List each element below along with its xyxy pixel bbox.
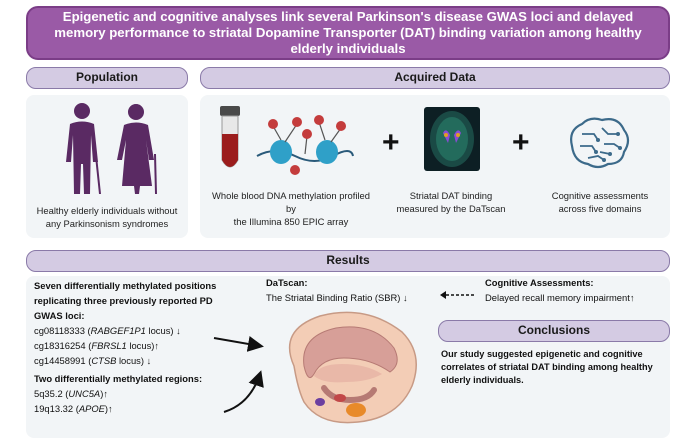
region-row-2: 19q13.32 (APOE)↑ [34,403,113,414]
acquired-caption-1-line1: Whole blood DNA methylation profiled by [212,190,370,214]
acquired-caption-2-line1: Striatal DAT binding [409,190,493,201]
down-arrow-icon: ↓ [176,325,181,336]
acquired-data-label: Acquired Data [200,67,670,89]
cognitive-results: Cognitive Assessments: Delayed recall me… [485,275,670,305]
datscan-image-icon [424,107,480,171]
down-arrow-icon: ↓ [403,292,408,303]
datscan-heading: DaTscan: [266,277,308,288]
results-label-text: Results [326,253,370,267]
locus-row-3: cg14458991 (CTSB locus) ↓ [34,355,152,366]
dmr-heading: Two differentially methylated regions: [34,373,203,384]
population-label: Population [26,67,188,89]
circuit-brain-icon [570,117,630,169]
acquired-caption-3: Cognitive assessments across five domain… [530,189,670,215]
dashed-arrow-icon [440,291,474,299]
datscan-line: The Striatal Binding Ratio (SBR) ↓ [266,292,408,303]
conclusions-line2: correlates of striatal DAT binding among… [441,362,653,372]
conclusions-text: Our study suggested epigenetic and cogni… [441,348,670,387]
dna-methylation-icon [256,115,354,175]
conclusions-label-text: Conclusions [517,323,590,337]
cognitive-line: Delayed recall memory impairment↑ [485,292,635,303]
dmr-arrow [223,370,264,413]
results-label: Results [26,250,670,272]
dmp-results: Seven differentially methylated position… [34,278,264,368]
result-arrows [213,336,264,413]
acquired-caption-1: Whole blood DNA methylation profiled by … [208,189,374,228]
up-arrow-icon: ↑ [103,388,108,399]
up-arrow-icon: ↑ [154,340,160,351]
acquired-caption-2-line2: measured by the DaTscan [396,203,506,214]
acquired-caption-1-line2: the Illumina 850 EPIC array [233,216,349,227]
dmp-heading-line2: replicating three previously reported PD [34,295,213,306]
up-arrow-icon: ↑ [629,292,635,303]
acquired-caption-2: Striatal DAT binding measured by the DaT… [386,189,516,215]
conclusions-line3: elderly individuals. [441,375,524,385]
region-row-1: 5q35.2 (UNC5A)↑ [34,388,108,399]
dmp-heading-line1: Seven differentially methylated position… [34,280,217,291]
datscan-results: DaTscan: The Striatal Binding Ratio (SBR… [266,275,466,305]
up-arrow-icon: ↑ [108,403,113,414]
striatum-brain-icon [289,311,417,424]
population-caption-line2: any Parkinsonism syndromes [45,218,169,229]
dmp-arrow [213,336,264,352]
plus-sign-2: + [512,126,530,159]
title-banner: Epigenetic and cognitive analyses link s… [26,6,670,60]
population-caption-line1: Healthy elderly individuals without [36,205,178,216]
conclusions-line1: Our study suggested epigenetic and cogni… [441,349,643,359]
down-arrow-icon: ↓ [146,355,152,366]
acquired-caption-3-line2: across five domains [558,203,642,214]
acquired-caption-3-line1: Cognitive assessments [551,190,649,201]
acquired-data-label-text: Acquired Data [394,70,476,84]
conclusions-label: Conclusions [438,320,670,342]
elderly-couple-icon [66,103,157,194]
population-caption: Healthy elderly individuals without any … [26,204,188,230]
cognitive-heading: Cognitive Assessments: [485,277,594,288]
dmr-results: Two differentially methylated regions: 5… [34,371,264,416]
plus-sign-1: + [382,126,400,159]
locus-row-2: cg18316254 (FBRSL1 locus)↑ [34,340,160,351]
blood-tube-icon [220,106,240,168]
dmp-heading-line3: GWAS loci: [34,310,85,321]
title-text: Epigenetic and cognitive analyses link s… [54,9,642,56]
population-panel [26,95,188,238]
population-label-text: Population [76,70,138,84]
locus-row-1: cg08118333 (RABGEF1P1 locus) ↓ [34,325,181,336]
